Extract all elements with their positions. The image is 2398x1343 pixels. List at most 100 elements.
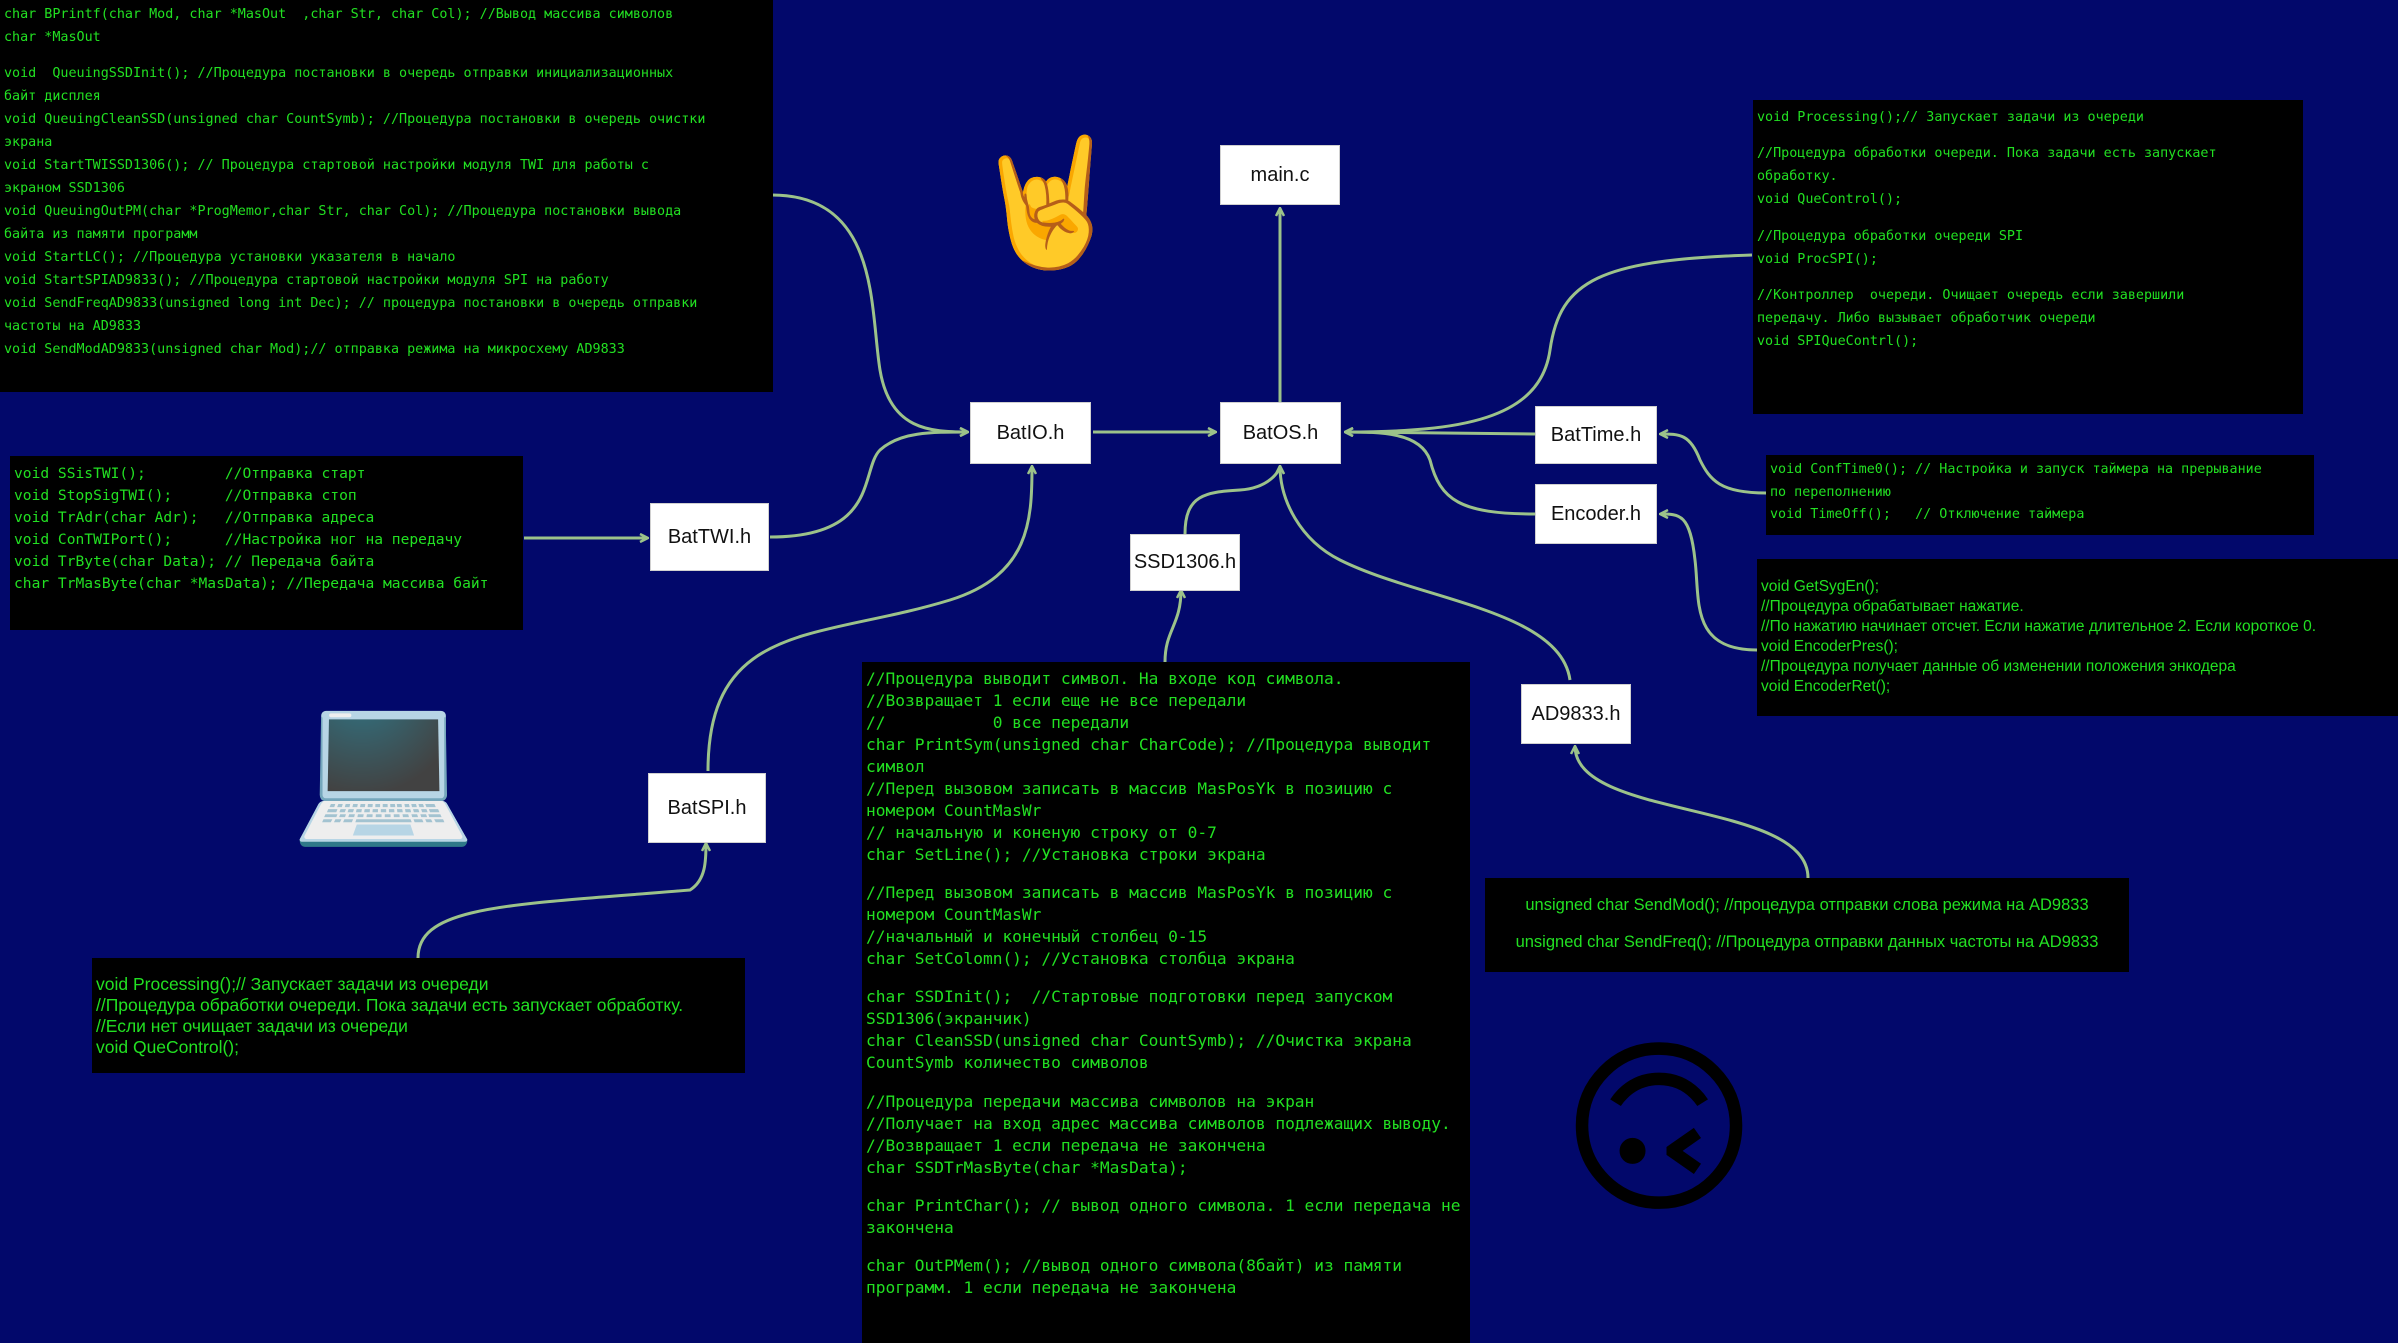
note-ssd1306-functions-line [866, 1074, 1466, 1090]
note-battime-functions-line: void TimeOff(); // Отключение таймера [1770, 507, 2085, 522]
node-batspi-h-label: BatSPI.h [667, 796, 747, 819]
note-batos-functions-line [1757, 271, 2299, 284]
note-ssd1306-functions-line: // начальную и коненую строку от 0-7 [866, 823, 1217, 842]
note-batspi-functions-line: //Если нет очищает задачи из очереди [96, 1016, 408, 1036]
edge-battwi-to-batio [769, 432, 968, 539]
edge-ad9833-to-batos [1280, 466, 1572, 681]
note-ssd1306-functions-line: //Процедура передачи массива символов на… [866, 1091, 1315, 1111]
note-batio-functions-line [4, 49, 769, 62]
node-encoder-h-label: Encoder.h [1550, 502, 1642, 525]
note-batio-functions-line: частоты на AD9833 [4, 319, 142, 335]
node-batio-h-label: BatIO.h [996, 421, 1065, 444]
note-ssd1306-functions-line: //начальный и конечный столбец 0-15 [866, 927, 1208, 947]
note-ssd1306-functions-line: //Процедура выводит символ. На входе код… [866, 669, 1344, 688]
note-ssd1306-functions-line: char CleanSSD(unsigned char CountSymb); … [866, 1031, 1412, 1051]
node-main-c[interactable]: main.c [1220, 145, 1340, 205]
node-battime-h[interactable]: BatTime.h [1535, 406, 1657, 464]
node-batos-h[interactable]: BatOS.h [1220, 402, 1341, 464]
note-ssd1306-functions-line: номером CountMasWr [866, 801, 1042, 820]
note-battwi-functions-line: void TrAdr(char Adr); //Отправка адреса [14, 509, 375, 526]
note-batio-functions-line: void StartLC(); //Процедура установки ук… [4, 250, 456, 266]
note-batio-functions-line: байта из памяти программ [4, 227, 198, 243]
edge-note-to-encoder [1660, 514, 1758, 652]
node-battime-h-label: BatTime.h [1550, 423, 1642, 446]
node-ssd1306-h[interactable]: SSD1306.h [1130, 534, 1240, 591]
note-ssd1306-functions-line: // 0 все передали [866, 713, 1130, 732]
rock-hand-icon: 🤘 [970, 130, 1126, 275]
edge-note-to-batspi [416, 843, 706, 959]
note-batos-functions-line: //Контроллер очереди. Очищает очередь ес… [1757, 288, 2185, 304]
note-batio-functions-line: void StartSPIAD9833(); //Процедура старт… [4, 273, 609, 289]
note-ssd1306-functions-line: char SetLine(); //Установка строки экран… [866, 845, 1266, 864]
note-batos-functions: void Processing();// Запускает задачи из… [1753, 100, 2303, 414]
node-batio-h[interactable]: BatIO.h [970, 402, 1091, 464]
node-encoder-h[interactable]: Encoder.h [1535, 484, 1657, 544]
note-batio-functions-line: void QueuingCleanSSD(unsigned char Count… [4, 112, 706, 128]
note-batos-functions-line: void QueControl(); [1757, 192, 1903, 208]
note-batio-functions-line: void QueuingSSDInit(); //Процедура поста… [4, 66, 674, 82]
note-batio-functions-line: char *MasOut [4, 30, 101, 45]
note-batos-functions-line [1757, 211, 2299, 224]
note-batos-functions-line: обработку. [1757, 169, 1838, 185]
edge-encoder-to-batos [1345, 432, 1536, 516]
note-ad9833-functions-line: unsigned char SendFreq(); //Процедура от… [1515, 932, 2099, 951]
note-encoder-functions-line: void EncoderRet(); [1761, 678, 1891, 695]
note-batos-functions-line: void Processing();// Запускает задачи из… [1757, 110, 2144, 125]
edge-note-to-ad9833 [1575, 746, 1810, 879]
note-encoder-functions-line: //По нажатию начинает отсчет. Если нажат… [1761, 618, 2317, 635]
note-batio-functions-line: байт дисплея [4, 89, 101, 105]
note-ssd1306-functions-line [866, 1239, 1466, 1255]
note-batos-functions-line: передачу. Либо вызывает обработчик очере… [1757, 311, 2096, 327]
note-batos-functions-line: //Процедура обработки очереди SPI [1757, 228, 2024, 244]
note-battime-functions-line: по переполнению [1770, 484, 1891, 500]
note-ssd1306-functions-line: char OutPMem(); //вывод одного символа(8… [866, 1255, 1403, 1275]
note-ssd1306-functions-line [866, 1179, 1466, 1195]
edge-batspi-to-batio [706, 466, 1032, 772]
note-ssd1306-functions-line: char PrintSym(unsigned char CharCode); /… [866, 735, 1432, 754]
note-batos-functions-line: //Процедура обработки очереди. Пока зада… [1757, 146, 2217, 162]
note-ad9833-functions-line [1505, 915, 2109, 932]
note-encoder-functions-line: void GetSygEn(); [1761, 578, 1880, 595]
note-batspi-functions: void Processing();// Запускает задачи из… [92, 958, 745, 1073]
node-ad9833-h[interactable]: AD9833.h [1521, 684, 1631, 744]
edge-note-to-batos [1345, 253, 1753, 432]
note-batspi-functions-line: //Процедура обработки очереди. Пока зада… [96, 995, 684, 1015]
node-main-c-label: main.c [1250, 163, 1310, 186]
note-batspi-functions-line: void QueControl(); [96, 1037, 239, 1057]
edge-note-to-ssd [1163, 590, 1181, 663]
laptop-icon: 💻 [290, 678, 477, 852]
node-ad9833-h-label: AD9833.h [1531, 702, 1621, 725]
note-batio-functions-line: void SendFreqAD9833(unsigned long int De… [4, 296, 698, 312]
note-encoder-functions-line: void EncoderPres(); [1761, 638, 1898, 655]
note-ssd1306-functions-line: //Перед вызовом записать в массив MasPos… [866, 883, 1393, 903]
note-batos-functions-line [1757, 129, 2299, 142]
note-ssd1306-functions-line: закончена [866, 1217, 954, 1237]
node-batos-h-label: BatOS.h [1242, 421, 1319, 444]
node-batspi-h[interactable]: BatSPI.h [648, 773, 766, 843]
note-battwi-functions-line: void TrByte(char Data); // Передача байт… [14, 553, 375, 570]
upside-down-face-icon: 🙃 [1560, 1019, 1759, 1240]
note-ssd1306-functions-line: номером CountMasWr [866, 905, 1042, 925]
edge-note-to-batio [771, 193, 968, 432]
note-batio-functions: char BPrintf(char Mod, char *MasOut ,cha… [0, 0, 773, 392]
note-ssd1306-functions-line [866, 970, 1466, 986]
note-batio-functions-line: void QueuingOutPM(char *ProgMemor,char S… [4, 204, 682, 220]
note-ad9833-functions: unsigned char SendMod(); //процедура отп… [1485, 878, 2129, 972]
note-batos-functions-line: void SPIQueContrl(); [1757, 334, 1919, 350]
note-ssd1306-functions-line: программ. 1 если передача не закончена [866, 1277, 1237, 1297]
note-batos-functions-line: void ProcSPI(); [1757, 251, 1878, 267]
note-batio-functions-line: экрана [4, 135, 53, 151]
note-ssd1306-functions-line: SSD1306(экранчик) [866, 1009, 1032, 1029]
note-battime-functions: void ConfTime0(); // Настройка и запуск … [1766, 455, 2314, 535]
note-ssd1306-functions-line [866, 866, 1466, 882]
note-batio-functions-line: char BPrintf(char Mod, char *MasOut ,cha… [4, 7, 674, 22]
node-battwi-h[interactable]: BatTWI.h [650, 503, 769, 571]
note-ssd1306-functions-line: //Перед вызовом записать в массив MasPos… [866, 779, 1393, 798]
note-battwi-functions-line: void SSisTWI(); //Отправка старт [14, 465, 366, 482]
note-batio-functions-line: void StartTWISSD1306(); // Процедура ста… [4, 158, 649, 174]
note-ssd1306-functions-line: //Возвращает 1 если еще не все передали [866, 691, 1247, 710]
note-ad9833-functions-line: unsigned char SendMod(); //процедура отп… [1525, 896, 2089, 914]
